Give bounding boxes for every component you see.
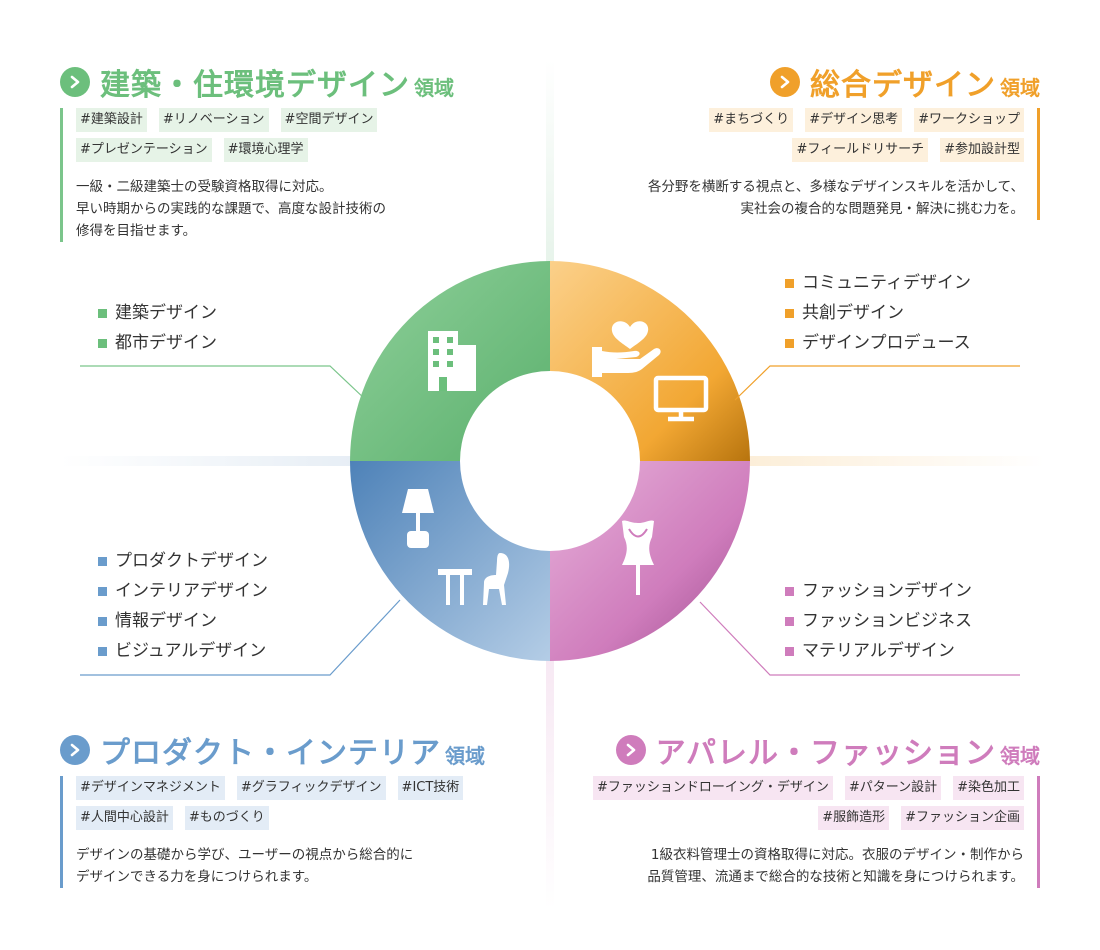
architecture-title-main: 建築・住環境デザイン <box>100 68 410 103</box>
tag: #プレゼンテーション <box>76 138 212 162</box>
tag: #ものづくり <box>184 806 269 830</box>
tag: #まちづくり <box>709 108 794 132</box>
course-item: ビジュアルデザイン <box>98 636 268 666</box>
tag: #リノベーション <box>158 108 269 132</box>
product-info: #デザインマネジメント #グラフィックデザイン #ICT技術 #人間中心設計 #… <box>60 776 476 888</box>
general-title-suffix: 領域 <box>1000 75 1040 100</box>
connector-general <box>734 365 1020 401</box>
description-line: 実社会の複合的な問題発見・解決に挑む力を。 <box>740 201 1025 217</box>
general-courses: コミュニティデザイン 共創デザイン デザインプロデュース <box>785 268 971 358</box>
bullet-square-icon <box>98 338 107 348</box>
heart-hand-icon <box>592 321 661 377</box>
mannequin-icon <box>622 520 654 595</box>
tag: #ICT技術 <box>397 776 464 800</box>
tag: #ワークショップ <box>914 108 1024 132</box>
general-tags: #まちづくり #デザイン思考 #ワークショップ #フィールドリサーチ #参加設計… <box>584 108 1024 162</box>
tag: #染色加工 <box>953 776 1024 800</box>
bullet-square-icon <box>785 586 794 596</box>
course-item: プロダクトデザイン <box>98 546 268 576</box>
architecture-courses: 建築デザイン 都市デザイン <box>98 298 217 358</box>
general-title: 総合デザイン 領域 <box>770 60 1040 104</box>
tag: #人間中心設計 <box>76 806 173 830</box>
description-line: デザインの基礎から学び、ユーザーの視点から総合的に <box>76 847 414 863</box>
general-title-main: 総合デザイン <box>810 68 996 103</box>
product-title-suffix: 領域 <box>445 743 485 768</box>
fashion-tags: #ファッションドローイング・デザイン #パターン設計 #染色加工 #服飾造形 #… <box>584 776 1024 830</box>
bullet-square-icon <box>98 586 107 596</box>
bullet-square-icon <box>98 308 107 318</box>
tag: #空間デザイン <box>280 108 378 132</box>
course-item: ファッションビジネス <box>785 606 972 636</box>
description-line: 早い時期からの実践的な課題で、高度な設計技術の <box>76 201 386 217</box>
course-item: マテリアルデザイン <box>785 636 972 666</box>
description-line: 1級衣料管理士の資格取得に対応。衣服のデザイン・制作から <box>650 847 1024 863</box>
architecture-tags: #建築設計 #リノベーション #空間デザイン #プレゼンテーション #環境心理学 <box>76 108 476 162</box>
bullet-square-icon <box>785 616 794 626</box>
architecture-title: 建築・住環境デザイン 領域 <box>60 60 454 104</box>
tag: #服飾造形 <box>818 806 890 830</box>
domain-donut-diagram <box>350 261 750 661</box>
course-item: 共創デザイン <box>785 298 971 328</box>
architecture-title-suffix: 領域 <box>414 75 454 100</box>
fashion-info: #ファッションドローイング・デザイン #パターン設計 #染色加工 #服飾造形 #… <box>584 776 1040 888</box>
lamp-icon <box>402 489 434 548</box>
table-chair-icon <box>438 553 510 605</box>
fashion-description: 1級衣料管理士の資格取得に対応。衣服のデザイン・制作から 品質管理、流通まで総合… <box>584 844 1024 888</box>
fashion-courses: ファッションデザイン ファッションビジネス マテリアルデザイン <box>785 576 972 666</box>
product-title: プロダクト・インテリア 領域 <box>60 728 485 772</box>
course-item: コミュニティデザイン <box>785 268 971 298</box>
chevron-right-icon <box>60 735 90 765</box>
tag: #参加設計型 <box>940 138 1024 162</box>
course-item: ファッションデザイン <box>785 576 972 606</box>
architecture-info: #建築設計 #リノベーション #空間デザイン #プレゼンテーション #環境心理学… <box>60 108 476 242</box>
building-icon <box>428 331 476 391</box>
architecture-description: 一級・二級建築士の受験資格取得に対応。 早い時期からの実践的な課題で、高度な設計… <box>76 176 476 242</box>
product-title-main: プロダクト・インテリア <box>100 736 441 771</box>
bullet-square-icon <box>785 646 794 656</box>
bullet-square-icon <box>785 278 794 288</box>
bullet-square-icon <box>98 556 107 566</box>
description-line: 各分野を横断する視点と、多様なデザインスキルを活かして、 <box>647 179 1024 195</box>
course-item: 都市デザイン <box>98 328 217 358</box>
bullet-square-icon <box>98 646 107 656</box>
description-line: デザインできる力を身につけられます。 <box>76 869 318 885</box>
description-line: 修得を目指せます。 <box>76 223 197 239</box>
tag: #パターン設計 <box>844 776 942 800</box>
connector-architecture <box>80 365 367 401</box>
bullet-square-icon <box>98 616 107 626</box>
fashion-title-suffix: 領域 <box>1000 743 1040 768</box>
guide-vertical-bottom <box>546 660 554 910</box>
bullet-square-icon <box>785 308 794 318</box>
chevron-right-icon <box>60 67 90 97</box>
product-tags: #デザインマネジメント #グラフィックデザイン #ICT技術 #人間中心設計 #… <box>76 776 476 830</box>
bullet-square-icon <box>785 338 794 348</box>
fashion-title: アパレル・ファッション 領域 <box>615 728 1040 772</box>
tag: #グラフィックデザイン <box>236 776 386 800</box>
guide-vertical-top <box>546 60 554 265</box>
tag: #ファッションドローイング・デザイン <box>592 776 833 800</box>
guide-horizontal-left <box>60 456 355 466</box>
tag: #環境心理学 <box>223 138 308 162</box>
monitor-icon <box>653 375 709 422</box>
course-item: 建築デザイン <box>98 298 217 328</box>
course-item: インテリアデザイン <box>98 576 268 606</box>
product-courses: プロダクトデザイン インテリアデザイン 情報デザイン ビジュアルデザイン <box>98 546 268 666</box>
segment-product <box>350 461 550 661</box>
tag: #ファッション企画 <box>901 806 1024 830</box>
tag: #建築設計 <box>76 108 147 132</box>
course-item: デザインプロデュース <box>785 328 971 358</box>
course-item: 情報デザイン <box>98 606 268 636</box>
chevron-right-icon <box>615 735 646 765</box>
general-description: 各分野を横断する視点と、多様なデザインスキルを活かして、 実社会の複合的な問題発… <box>584 176 1024 220</box>
fashion-title-main: アパレル・ファッション <box>655 736 996 771</box>
tag: #フィールドリサーチ <box>792 138 929 162</box>
description-line: 一級・二級建築士の受験資格取得に対応。 <box>76 179 333 195</box>
tag: #デザインマネジメント <box>76 776 225 800</box>
general-info: #まちづくり #デザイン思考 #ワークショップ #フィールドリサーチ #参加設計… <box>584 108 1040 220</box>
chevron-right-icon <box>770 67 800 97</box>
description-line: 品質管理、流通まで総合的な技術と知識を身につけられます。 <box>647 869 1024 885</box>
product-description: デザインの基礎から学び、ユーザーの視点から総合的に デザインできる力を身につけら… <box>76 844 476 888</box>
guide-horizontal-right <box>745 456 1045 466</box>
tag: #デザイン思考 <box>805 108 903 132</box>
